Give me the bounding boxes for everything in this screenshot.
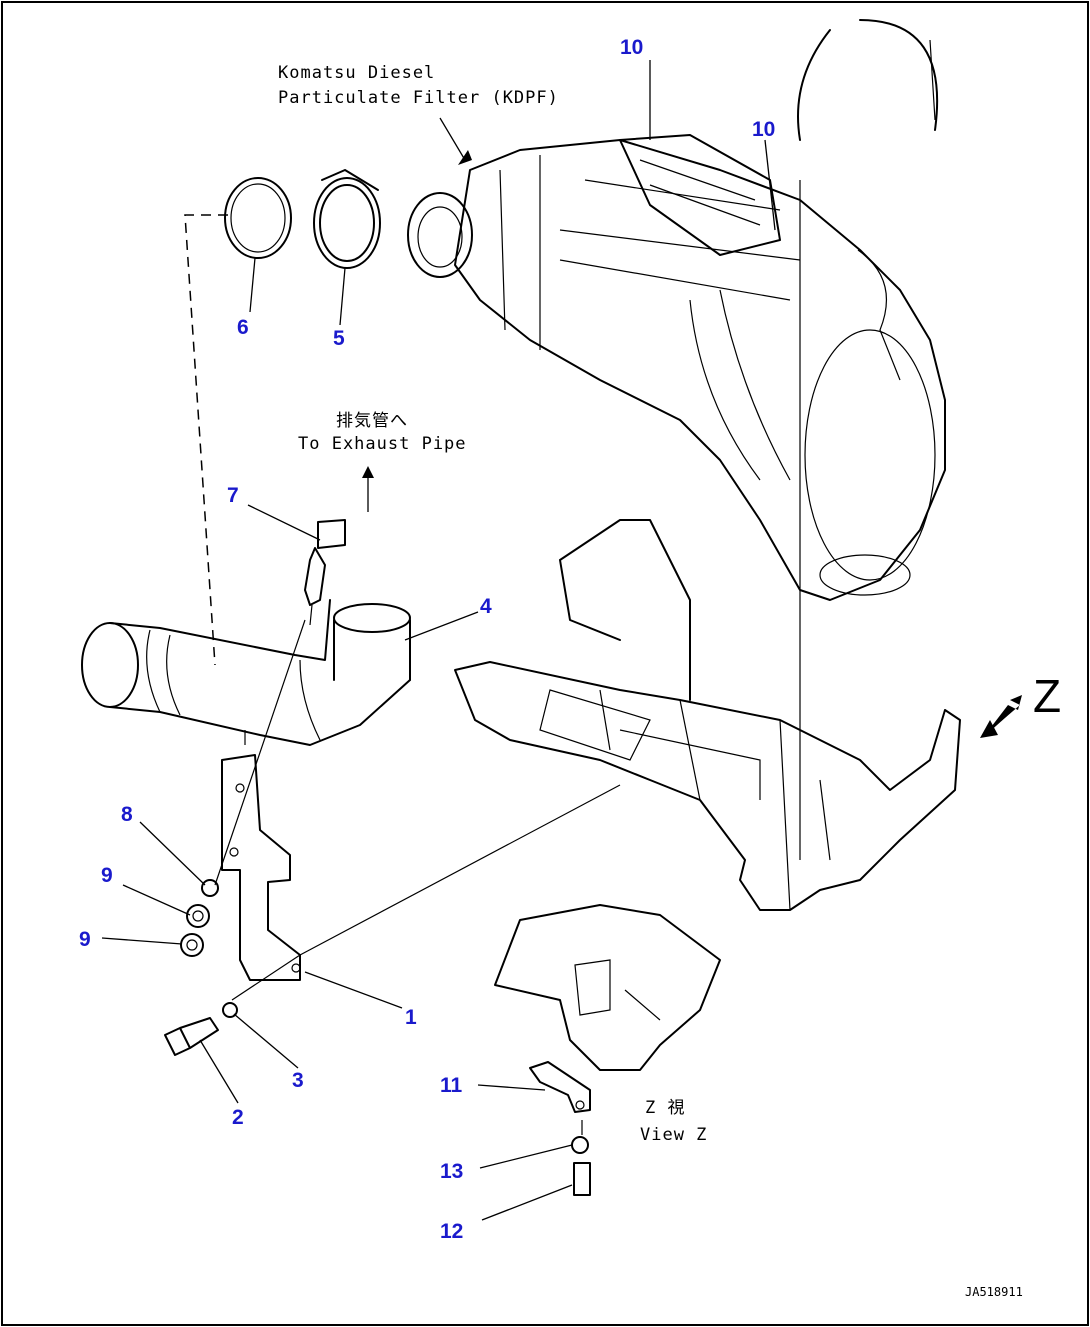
callout-3: 3 [292, 1069, 304, 1092]
callout-11: 11 [440, 1074, 463, 1097]
exhaust-arrowhead [362, 466, 374, 478]
callout-8: 8 [121, 803, 133, 826]
kdpf-assembly [407, 19, 946, 601]
exhaust-label-jp: 排気管へ [336, 411, 408, 431]
callout-4: 4 [480, 595, 492, 618]
view-z-label-en: View Z [640, 1125, 707, 1145]
mount-frame [454, 519, 961, 911]
view-z-arrow [980, 695, 1022, 738]
callout-9: 9 [79, 928, 91, 951]
view-z-detail [494, 904, 721, 1196]
view-z-label-jp: Z 視 [645, 1098, 685, 1118]
callout-7: 7 [227, 484, 239, 507]
kdpf-arrowhead [458, 150, 472, 165]
fasteners [164, 879, 238, 1056]
callout-2: 2 [232, 1106, 244, 1129]
view-z-arrow-label: Z [1033, 670, 1061, 722]
kdpf-label-line1: Komatsu Diesel [278, 63, 435, 83]
callout-10: 10 [752, 118, 775, 141]
callout-13: 13 [440, 1160, 463, 1183]
exhaust-label-en: To Exhaust Pipe [298, 434, 467, 454]
callout-5: 5 [333, 327, 345, 350]
drawing-code: JA518911 [965, 1285, 1023, 1299]
callout-9: 9 [101, 864, 113, 887]
v-band-clamp [313, 169, 381, 269]
pipe-bracket [221, 754, 301, 981]
gasket-ring [224, 177, 292, 259]
leader-lines [101, 60, 776, 1221]
callout-12: 12 [440, 1220, 463, 1243]
reference-lines [184, 180, 801, 1001]
callout-1: 1 [405, 1006, 417, 1029]
exhaust-pipe [81, 599, 411, 746]
callout-6: 6 [237, 316, 249, 339]
kdpf-label-line2: Particulate Filter (KDPF) [278, 88, 559, 108]
callout-10: 10 [620, 36, 643, 59]
